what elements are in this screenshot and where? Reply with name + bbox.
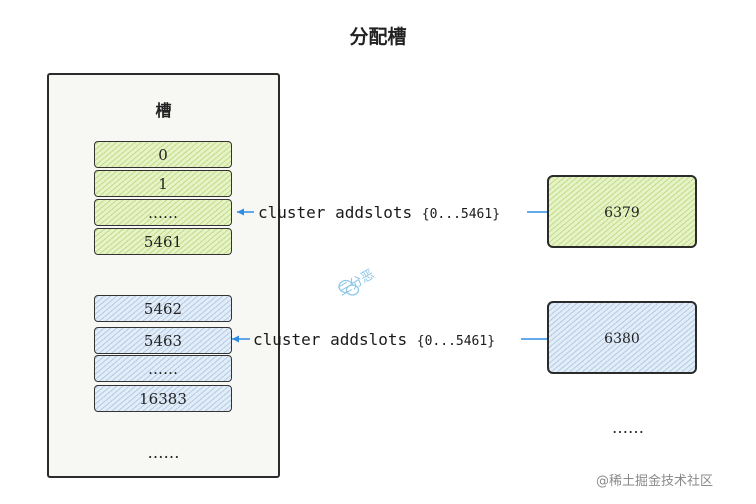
slot-cell: 0 xyxy=(94,141,232,168)
command-prefix: cluster addslots xyxy=(253,330,417,349)
command-range: {0...5461} xyxy=(421,207,501,222)
command-label-6379: cluster addslots {0...5461} xyxy=(258,203,500,222)
redis-node-6380: 6380 xyxy=(547,301,697,374)
slot-cell: 16383 xyxy=(94,385,232,412)
wechat-icon xyxy=(338,279,360,301)
command-prefix: cluster addslots xyxy=(258,203,422,222)
diagram-title: 分配槽 xyxy=(349,26,407,48)
command-label-6380: cluster addslots {0...5461} xyxy=(253,330,495,349)
command-range: {0...5461} xyxy=(416,334,496,349)
slot-panel-ellipsis: …… xyxy=(147,443,180,462)
more-nodes-ellipsis: …… xyxy=(612,418,644,437)
slot-cell: 5461 xyxy=(94,228,232,255)
slot-panel-title: 槽 xyxy=(155,101,172,120)
slot-cell: …… xyxy=(94,199,232,226)
slot-cell: …… xyxy=(94,355,232,382)
watermark-bottom: @稀土掘金技术社区 xyxy=(596,474,714,489)
slot-cell: 5463 xyxy=(94,327,232,354)
slot-cell: 1 xyxy=(94,170,232,197)
slot-cell: 5462 xyxy=(94,295,232,322)
redis-node-6379: 6379 xyxy=(547,175,697,248)
slot-panel: 槽 0 1 …… 5461 5462 5463 …… 16383 …… xyxy=(47,73,280,478)
